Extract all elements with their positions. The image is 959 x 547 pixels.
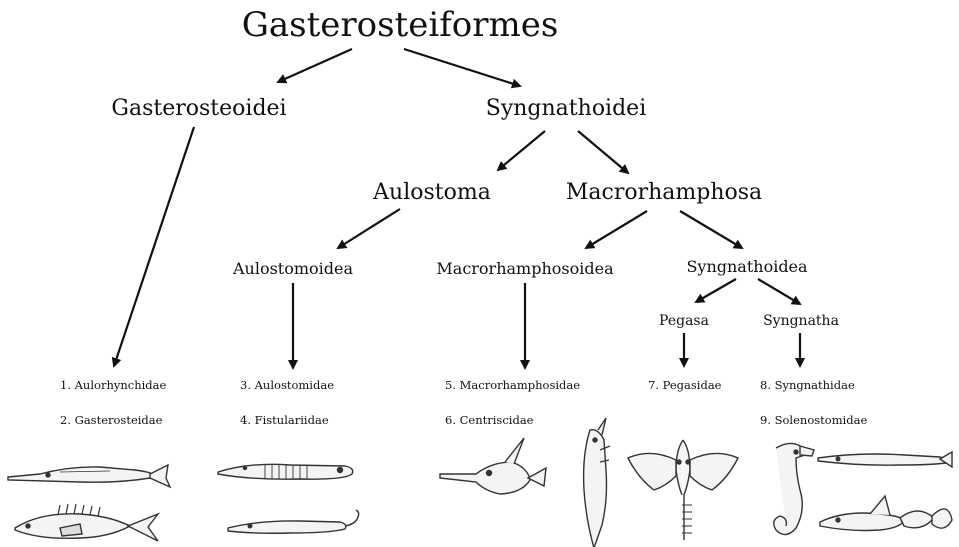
arrow-syngnathoidei-to-aulostoma	[498, 131, 545, 170]
seamoth-illustration	[628, 440, 738, 540]
family-label: 3. Aulostomidae	[240, 378, 334, 392]
arrow-root-to-syngnathoidei	[404, 49, 520, 86]
arrow-syngnathoidei-to-macrorhamphosa	[578, 131, 628, 173]
family-label: 1. Aulorhynchidae	[60, 378, 166, 392]
family-label: 7. Pegasidae	[648, 378, 721, 392]
subgroup-syngnatha-label: Syngnatha	[763, 313, 839, 329]
infraorder-aulostoma-label: Aulostoma	[373, 180, 491, 205]
family-label: 9. Solenostomidae	[760, 413, 867, 427]
seahorse-illustration	[774, 443, 814, 534]
superfamily-syngnathoidea-label: Syngnathoidea	[686, 257, 807, 276]
family-label: 6. Centriscidae	[445, 413, 533, 427]
arrow-macrorhamphosa-to-syngnathoidea	[680, 211, 742, 248]
arrow-macrorhamphosa-to-macrorhamphosoidea	[586, 211, 647, 248]
shrimpfish-illustration	[584, 418, 610, 547]
suborder-gasterosteoidei-label: Gasterosteoidei	[111, 96, 286, 121]
snipefish-illustration	[440, 438, 546, 494]
ghost-pipefish-illustration	[820, 496, 952, 531]
stickleback-fish-illustration	[15, 504, 158, 541]
arrow-root-to-gasterosteoidei	[278, 49, 352, 82]
family-label: 8. Syngnathidae	[760, 378, 855, 392]
suborder-syngnathoidei-label: Syngnathoidei	[486, 96, 646, 121]
subgroup-pegasa-label: Pegasa	[659, 313, 709, 329]
cornetfish-illustration	[228, 510, 359, 533]
arrow-aulostoma-to-aulostomoidea	[338, 209, 400, 248]
superfamily-aulostomoidea-label: Aulostomoidea	[233, 259, 353, 278]
pipefish-illustration	[818, 452, 952, 467]
root-order-label: Gasterosteiformes	[242, 5, 559, 45]
arrow-gasterosteoidei-to-families	[114, 127, 194, 366]
family-label: 2. Gasterosteidae	[60, 413, 162, 427]
family-label: 5. Macrorhamphosidae	[445, 378, 580, 392]
arrow-syngnathoidea-to-syngnatha	[758, 279, 800, 304]
family-label: 4. Fistulariidae	[240, 413, 329, 427]
superfamily-macrorhamphosoidea-label: Macrorhamphosoidea	[436, 259, 613, 278]
infraorder-macrorhamphosa-label: Macrorhamphosa	[566, 180, 762, 205]
aulorhynchid-fish-illustration	[8, 465, 170, 487]
arrow-syngnathoidea-to-pegasa	[696, 279, 736, 302]
trumpetfish-illustration	[218, 464, 353, 479]
